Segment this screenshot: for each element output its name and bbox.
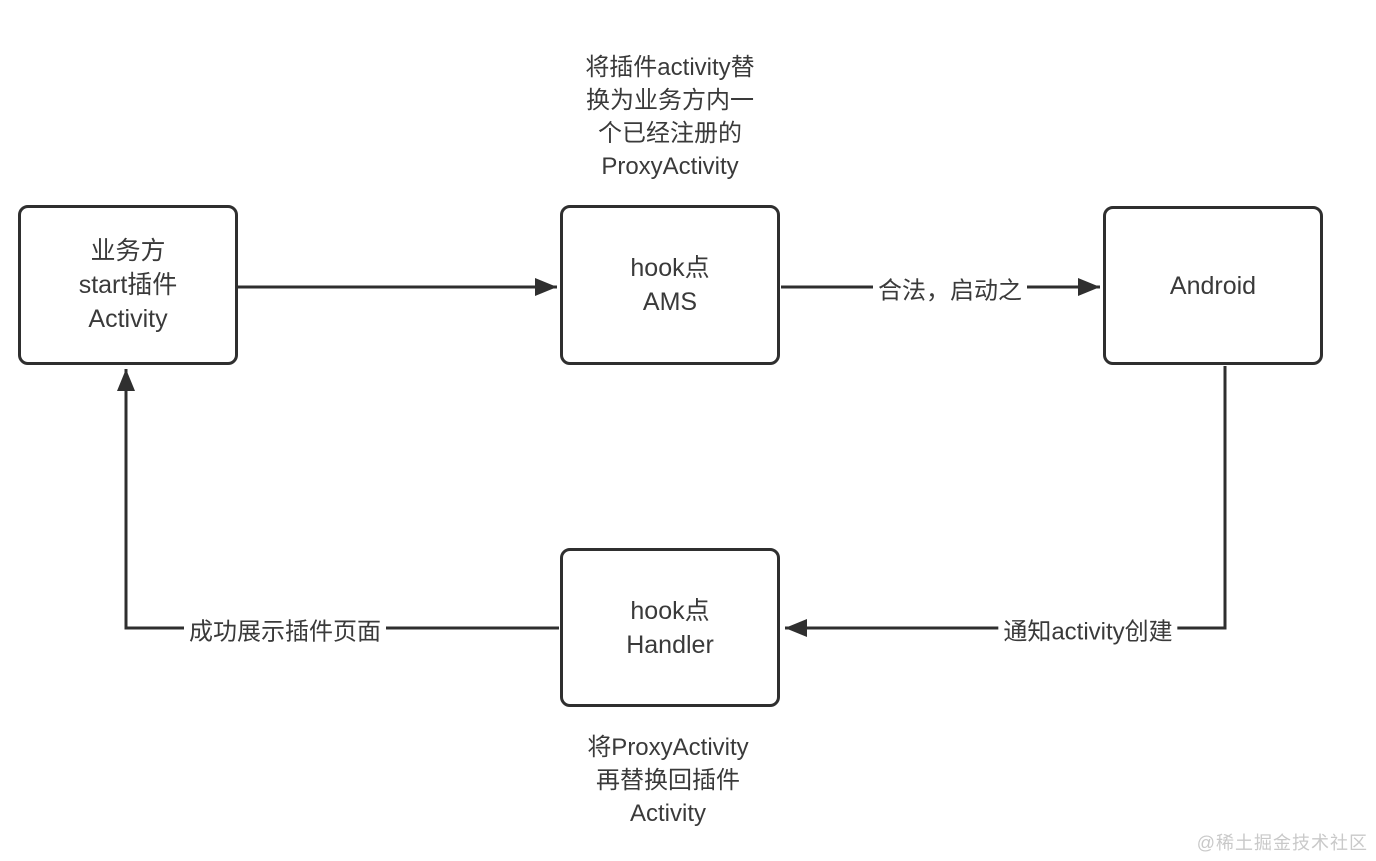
annotation-line: ProxyActivity: [601, 153, 739, 180]
node-android: Android: [1103, 206, 1323, 365]
node-label-line: Handler: [626, 630, 714, 659]
annotation-line: Activity: [629, 800, 706, 827]
annotation-line: 将ProxyActivity: [587, 734, 749, 761]
node-label-line: hook点: [630, 596, 710, 625]
annotation-line: 将插件activity替: [585, 54, 755, 81]
node-business-start-activity: 业务方 start插件 Activity: [18, 205, 238, 365]
edge-label-legal-launch: 合法，启动之: [873, 270, 1027, 306]
edge-label-notify-activity-create: 通知activity创建: [998, 611, 1178, 647]
node-label-line: Activity: [88, 305, 168, 333]
node-label-line: Android: [1169, 271, 1257, 300]
annotation-line: 再替换回插件: [596, 767, 740, 794]
node-hook-handler: hook点 Handler: [560, 548, 780, 707]
arrow-android-to-handler: [785, 366, 1227, 637]
annotation-proxy-restore: 将ProxyActivity 再替换回插件 Activity: [478, 731, 858, 830]
node-label-line: 业务方: [90, 237, 166, 265]
node-hook-ams: hook点 AMS: [560, 205, 780, 365]
annotation-line: 个已经注册的: [598, 120, 742, 147]
arrow-handler-to-business: [117, 369, 559, 630]
annotation-line: 换为业务方内一: [586, 87, 754, 114]
edge-label-show-plugin-page: 成功展示插件页面: [184, 611, 386, 647]
annotation-proxy-replace: 将插件activity替 换为业务方内一 个已经注册的 ProxyActivit…: [480, 51, 860, 183]
node-label-line: hook点: [630, 254, 710, 282]
node-label-line: AMS: [642, 288, 698, 316]
node-label-line: start插件: [78, 271, 178, 299]
watermark: @稀土掘金技术社区: [1196, 833, 1368, 853]
